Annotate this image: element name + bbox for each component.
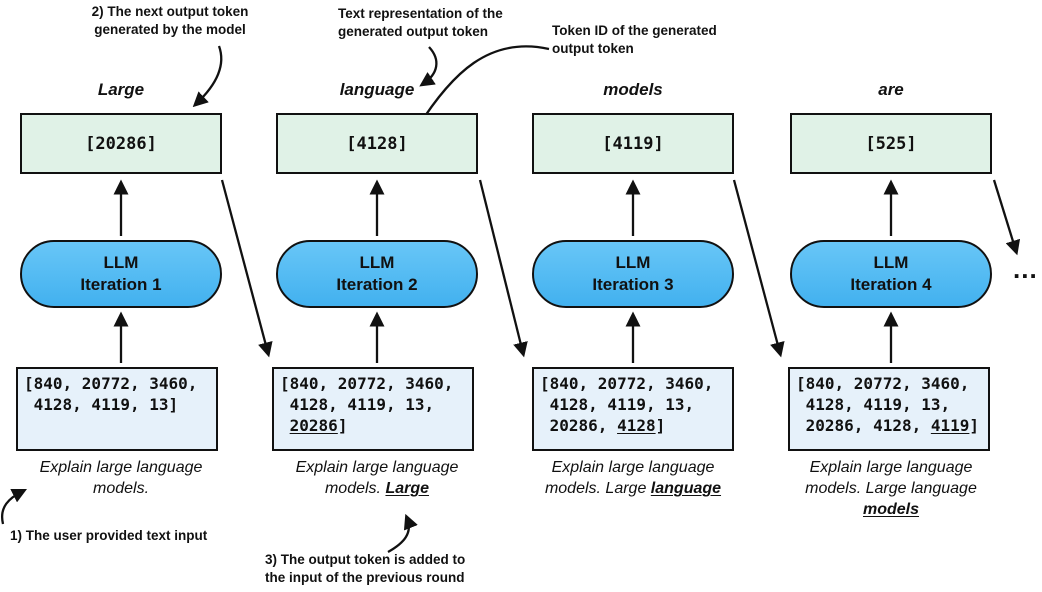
annotation-token-id: Token ID of the generated output token <box>552 23 717 56</box>
arrow-step3-annotation <box>387 513 418 554</box>
arrow-output3-to-input4 <box>732 179 785 358</box>
input-tokens-box-1: [840, 20772, 3460, 4128, 4119, 13] <box>16 367 218 451</box>
input-text-highlight-3: language <box>650 480 722 497</box>
input-tokens-box-2: [840, 20772, 3460, 4128, 4119, 13, 20286… <box>272 367 474 451</box>
arrow-text-representation-annotation <box>419 46 438 87</box>
annotation-step2: 2) The next output token generated by th… <box>91 4 249 37</box>
input-tokens-3: [840, 20772, 3460, 4128, 4119, 13, 20286… <box>540 374 714 435</box>
input-tokens-1: [840, 20772, 3460, 4128, 4119, 13] <box>24 374 198 414</box>
input-tokens-suffix-2: ] <box>337 416 348 435</box>
input-text-plain-2: Explain large language models. <box>295 459 459 497</box>
input-tokens-4: [840, 20772, 3460, 4128, 4119, 13, 20286… <box>796 374 970 435</box>
input-text-highlight-2: Large <box>385 480 430 497</box>
annotation-text-representation: Text representation of the generated out… <box>338 6 503 39</box>
input-text-2: Explain large language models. Large <box>268 457 486 499</box>
input-tokens-suffix-3: ] <box>655 416 666 435</box>
output-word-1: Large <box>97 80 145 99</box>
input-tokens-highlight-3: 4128 <box>617 416 656 435</box>
token-id-box-1: [20286] <box>20 113 222 174</box>
annotation-step3: 3) The output token is added to the inpu… <box>265 552 466 585</box>
output-word-4: are <box>878 80 904 99</box>
llm-box-4: LLM Iteration 4 <box>790 240 992 308</box>
llm-box-2: LLM Iteration 2 <box>276 240 478 308</box>
input-tokens-box-4: [840, 20772, 3460, 4128, 4119, 13, 20286… <box>788 367 990 451</box>
arrow-output2-to-input3 <box>478 179 528 358</box>
input-tokens-suffix-4: ] <box>969 416 980 435</box>
token-id-box-3: [4119] <box>532 113 734 174</box>
token-id-value-3: [4119] <box>602 133 664 154</box>
token-id-box-2: [4128] <box>276 113 478 174</box>
input-text-plain-1: Explain large language models. <box>39 459 203 497</box>
input-tokens-box-3: [840, 20772, 3460, 4128, 4119, 13, 20286… <box>532 367 734 451</box>
input-text-4: Explain large language models. Large lan… <box>782 457 1000 520</box>
annotation-step1: 1) The user provided text input <box>10 528 208 543</box>
input-text-plain-3: Explain large language models. Large <box>544 459 715 497</box>
token-id-value-1: [20286] <box>85 133 157 154</box>
input-text-highlight-4: models <box>862 501 919 518</box>
output-word-2: language <box>339 80 415 99</box>
output-word-3: models <box>603 80 663 99</box>
arrow-output4-to-ellipsis <box>992 179 1021 256</box>
input-tokens-highlight-4: 4119 <box>930 416 970 435</box>
token-id-value-2: [4128] <box>346 133 408 154</box>
llm-box-1: LLM Iteration 1 <box>20 240 222 308</box>
arrow-output1-to-input2 <box>220 179 273 358</box>
input-text-plain-4: Explain large language models. Large lan… <box>805 459 977 497</box>
input-tokens-highlight-2: 20286 <box>289 416 338 435</box>
llm-box-3: LLM Iteration 3 <box>532 240 734 308</box>
ellipsis-more-iterations: ... <box>1013 254 1038 284</box>
token-id-value-4: [525] <box>865 133 917 154</box>
input-text-1: Explain large language models. <box>12 457 230 499</box>
token-id-box-4: [525] <box>790 113 992 174</box>
input-tokens-2: [840, 20772, 3460, 4128, 4119, 13, <box>280 374 454 414</box>
input-text-3: Explain large language models. Large lan… <box>524 457 742 499</box>
